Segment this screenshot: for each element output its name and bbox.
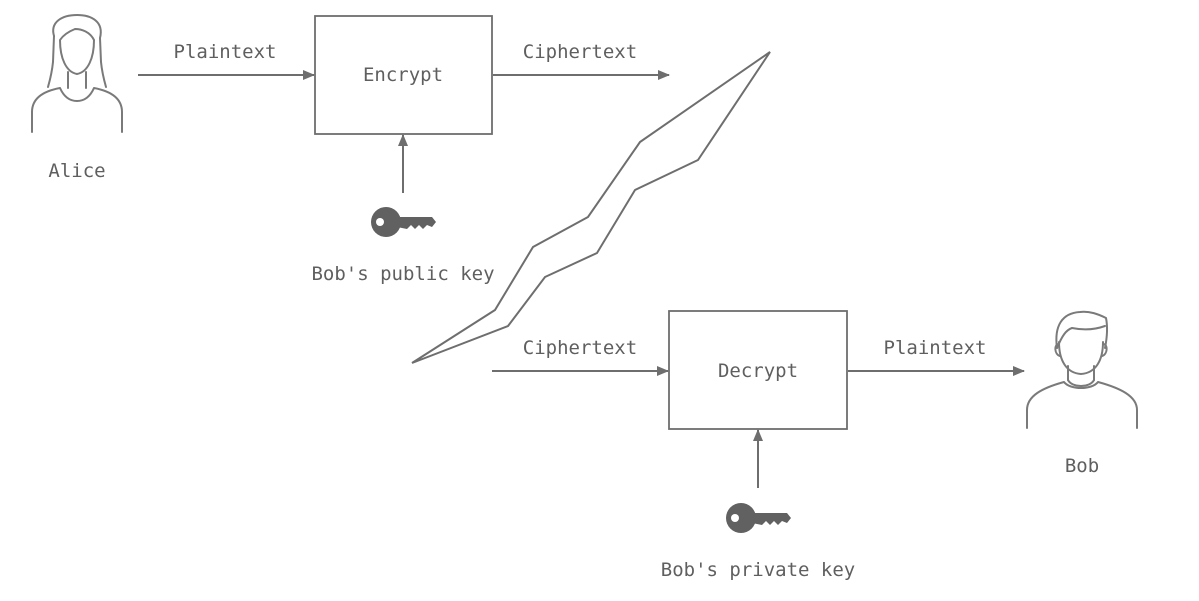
private-key-label: Bob's private key (661, 559, 855, 581)
ciphertext-in-label: Ciphertext (523, 337, 637, 359)
bob-label: Bob (1065, 455, 1099, 477)
plaintext-out-label: Plaintext (884, 337, 987, 359)
alice-label: Alice (48, 160, 105, 182)
public-key-label: Bob's public key (311, 263, 494, 285)
bob-icon (1026, 310, 1138, 429)
lightning-channel-icon (411, 51, 771, 364)
encrypt-label: Encrypt (363, 64, 443, 86)
ciphertext-out-label: Ciphertext (523, 41, 637, 63)
plaintext-in-label: Plaintext (174, 41, 277, 63)
public-key-icon (371, 207, 436, 237)
alice-icon (31, 14, 123, 133)
private-key-icon (726, 503, 791, 533)
decrypt-label: Decrypt (718, 360, 798, 382)
